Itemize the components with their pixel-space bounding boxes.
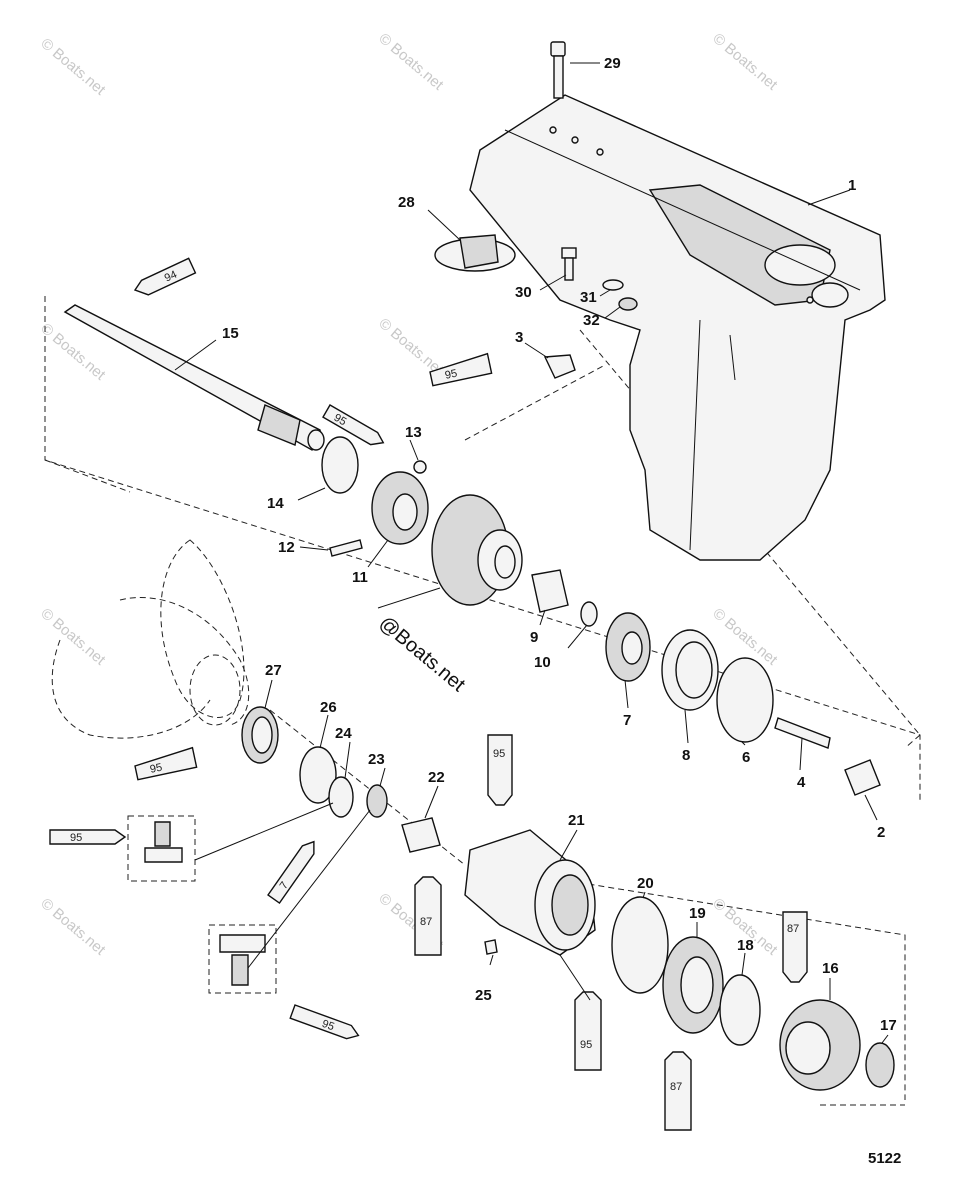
callout-2: 2 [877,824,885,841]
callout-26: 26 [320,699,337,716]
key [484,939,498,955]
tube-label: 87 [787,923,799,935]
callout-31: 31 [580,289,597,306]
callout-27: 27 [265,662,282,679]
watermark: © Boats.net [37,895,109,959]
shift-cam [543,354,576,379]
callout-15: 15 [222,325,239,342]
callout-24: 24 [335,725,352,742]
callout-11: 11 [352,569,368,586]
carrier-seal [241,706,279,764]
watermark: © Boats.net [37,605,109,669]
watermark: © Boats.net [709,30,781,94]
reverse-gear [779,999,861,1091]
clutch [371,471,429,545]
sealant-tube-95: 95 [487,734,513,806]
callout-25: 25 [475,987,492,1004]
bearing-cup [865,1042,895,1088]
sealant-tube-95: 95 [134,746,198,781]
tab-washer [299,746,337,804]
propeller-shaft [63,304,325,451]
callout-18: 18 [737,937,754,954]
sealant-tube-87: 87 [782,911,808,983]
oil-seal [328,776,354,818]
oil-seal-small [366,784,388,818]
callout-14: 14 [267,495,284,512]
callout-32: 32 [583,312,600,329]
detent-ball [413,460,427,474]
cam-follower [844,759,881,796]
callout-16: 16 [822,960,839,977]
sealant-tube-95: 95 [49,829,127,845]
callouts: 1 2 3 4 6 7 8 9 10 11 12 13 14 15 16 17 … [222,55,897,1034]
callout-28: 28 [398,194,415,211]
callout-20: 20 [637,875,654,892]
tube-label: 7 [278,880,291,892]
tube-label: 95 [332,412,349,429]
callout-8: 8 [682,747,690,764]
sealant-tube-87: 87 [664,1051,692,1131]
callout-1: 1 [848,177,856,194]
callout-23: 23 [368,751,385,768]
tube-label: 94 [163,269,179,285]
sealant-tube-7: 7 [267,840,315,905]
callout-12: 12 [278,539,295,556]
tube-label: 95 [70,832,82,844]
anode-plate [434,234,516,272]
carrier-o-ring [611,896,669,994]
propeller-outline [51,539,250,739]
large-o-ring [716,657,774,743]
sealant-tube-95: 95 [574,991,602,1071]
ball-bearing [662,936,724,1034]
sealant-tube-95: 95 [322,404,385,446]
cross-pin [329,539,363,557]
bearing-carrier [464,829,596,956]
watermark-large: @Boats.net [375,612,470,697]
callout-17: 17 [880,1017,897,1034]
tube-label: 95 [580,1039,592,1051]
thrust-washer [719,974,761,1046]
tube-label: 87 [670,1081,682,1093]
tube-label: 95 [493,748,505,760]
callout-7: 7 [623,712,631,729]
gear-housing [469,94,886,561]
callout-29: 29 [604,55,621,72]
sealant-tube-94: 94 [133,257,197,296]
callout-9: 9 [530,629,538,646]
callout-13: 13 [405,424,422,441]
retaining-ring [580,601,598,627]
callout-21: 21 [568,812,585,829]
callout-4: 4 [797,774,806,791]
callout-6: 6 [742,749,750,766]
sealant-tube-87: 87 [414,876,442,956]
inset-seal-detail [208,924,277,994]
callout-19: 19 [689,905,706,922]
tube-label: 95 [320,1018,336,1033]
screw-washer-nut [561,247,638,311]
figure-number: 5122 [868,1150,901,1167]
carrier-needle-bearing [401,817,441,853]
watermark: © Boats.net [37,35,109,99]
leader-lines [174,62,889,1044]
tapered-bearing [605,612,651,682]
bearing-race-inner [675,641,713,699]
sealant-tube-95: 95 [429,352,493,387]
callout-3: 3 [515,329,523,346]
tube-label: 95 [149,762,163,776]
callout-10: 10 [534,654,551,671]
needle-bearing [531,569,569,613]
watermark: © Boats.net [375,30,447,94]
tube-label: 87 [420,916,432,928]
bolt [550,41,566,99]
forward-gear [431,494,523,606]
sealant-tubes: 94 95 95 95 95 7 95 87 [49,257,808,1131]
callout-22: 22 [428,769,445,786]
sealant-tube-95: 95 [289,1004,360,1040]
shift-pin [774,717,831,749]
inset-seal-detail [127,815,196,882]
o-ring [321,436,359,494]
callout-30: 30 [515,284,532,301]
tube-label: 95 [444,368,458,382]
